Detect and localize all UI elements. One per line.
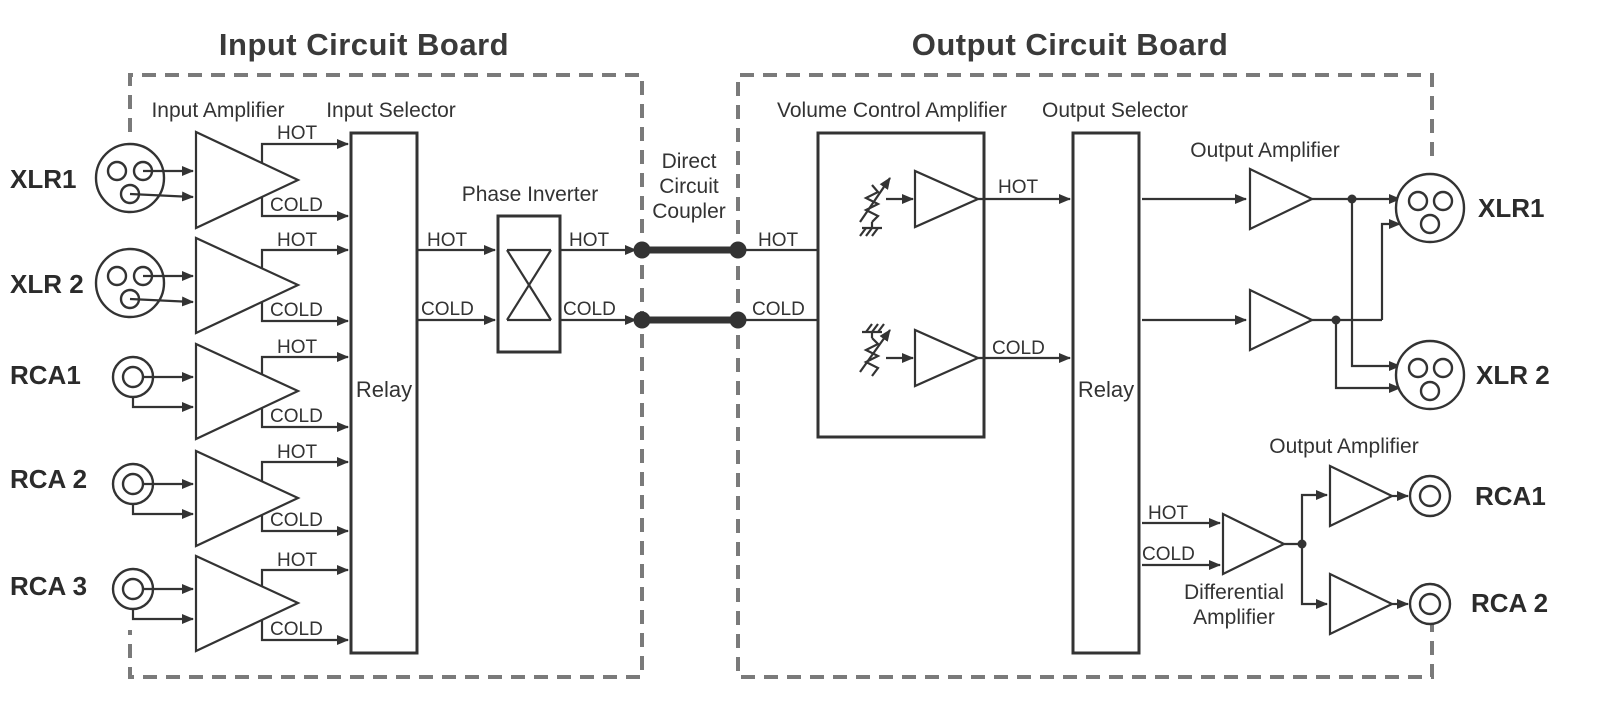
output-rca1-label: RCA1: [1475, 481, 1546, 511]
output-xlr2-label: XLR 2: [1476, 360, 1550, 390]
input-xlr1-label: XLR1: [10, 164, 76, 194]
rca-connector-icon: [1408, 582, 1452, 626]
amplifier-triangle-icon: [1248, 167, 1315, 231]
rca-output-wires: [1392, 491, 1409, 609]
input-selector-label: Input Selector: [326, 99, 456, 122]
hot-label: HOT: [277, 230, 318, 251]
cold-label: COLD: [421, 299, 474, 320]
amplifier-triangle-icon: [1328, 572, 1395, 636]
phase-inverter-block: [496, 214, 562, 354]
input-relay: Relay: [349, 131, 419, 655]
hot-label: HOT: [758, 230, 799, 251]
amplifier-triangle-icon: [194, 554, 301, 653]
xlr-output-routing: [1312, 194, 1401, 393]
xlr-connector-icon: [1394, 339, 1466, 411]
amplifier-triangle-icon: [1221, 512, 1287, 576]
hot-label: HOT: [277, 337, 318, 358]
differential-amplifier-label-2: Amplifier: [1193, 606, 1275, 629]
hot-label: HOT: [277, 550, 318, 571]
volume-to-output-relay-wires: HOT COLD: [978, 177, 1071, 363]
input-relay-label: Relay: [356, 377, 412, 402]
input-amp-output-wires: [260, 139, 349, 645]
amplifier-triangle-icon: [194, 342, 301, 441]
ground-icon: [859, 222, 882, 237]
amplifier-triangle-icon: [913, 169, 981, 229]
input-amplifier-label: Input Amplifier: [151, 99, 284, 122]
hot-label: HOT: [1148, 503, 1189, 524]
amplifier-triangle-icon: [1248, 288, 1315, 352]
amplifier-triangle-icon: [194, 236, 301, 335]
input-connector-wires: [129, 166, 194, 624]
input-amp-signal-labels: HOT COLD HOT COLD HOT COLD HOT COLD HOT …: [270, 123, 323, 640]
cold-label: COLD: [563, 299, 616, 320]
relay-to-phase-inverter-wires: HOT COLD: [418, 230, 496, 325]
volume-control-amplifier-label: Volume Control Amplifier: [777, 99, 1007, 122]
hot-label: HOT: [277, 123, 318, 144]
hot-label: HOT: [998, 177, 1039, 198]
direct-coupler-label-1: Direct: [662, 150, 717, 173]
phase-inverter-output-wires: HOT COLD: [560, 230, 637, 325]
input-xlr2-label: XLR 2: [10, 269, 84, 299]
potentiometer-icon: [859, 177, 891, 223]
crossover-icon: [506, 248, 552, 322]
cold-label: COLD: [270, 619, 323, 640]
output-board-title: Output Circuit Board: [912, 27, 1229, 62]
input-board-border: [128, 73, 644, 679]
cold-label: COLD: [992, 338, 1045, 359]
input-rca1-label: RCA1: [10, 360, 81, 390]
amplifier-triangle-icon: [194, 130, 301, 230]
output-rca2-label: RCA 2: [1471, 588, 1548, 618]
phase-inverter-label: Phase Inverter: [462, 183, 599, 206]
input-rca3-label: RCA 3: [10, 571, 87, 601]
rca-connector-icon: [111, 567, 155, 611]
rca-connector-icon: [1408, 474, 1452, 518]
xlr-connector-icon: [94, 142, 166, 214]
hot-label: HOT: [569, 230, 610, 251]
cold-label: COLD: [270, 406, 323, 427]
relay-to-differential-wires: HOT COLD: [1142, 503, 1221, 570]
amplifier-triangle-icon: [194, 449, 301, 548]
output-relay: Relay: [1071, 131, 1141, 655]
input-rca2-label: RCA 2: [10, 464, 87, 494]
amplifier-triangle-icon: [913, 328, 981, 388]
output-board-border: [736, 73, 1434, 679]
differential-amplifier-label-1: Differential: [1184, 581, 1284, 604]
differential-to-rca-amp-wires: [1284, 490, 1328, 609]
output-amplifier-label-rca: Output Amplifier: [1269, 435, 1418, 458]
direct-coupler-label-3: Coupler: [652, 200, 726, 223]
cold-label: COLD: [270, 195, 323, 216]
cold-label: COLD: [1142, 544, 1195, 565]
xlr-connector-icon: [94, 247, 166, 319]
hot-label: HOT: [427, 230, 468, 251]
volume-control-amplifier-block: [816, 131, 986, 439]
output-amplifier-label-xlr: Output Amplifier: [1190, 139, 1339, 162]
output-selector-label: Output Selector: [1042, 99, 1188, 122]
cold-label: COLD: [270, 510, 323, 531]
cold-label: COLD: [752, 299, 805, 320]
direct-coupler-label-2: Circuit: [659, 175, 719, 198]
hot-label: HOT: [277, 442, 318, 463]
output-relay-label: Relay: [1078, 377, 1134, 402]
relay-to-xlr-amp-wires: [1142, 194, 1247, 325]
ground-icon: [862, 323, 885, 338]
cold-label: COLD: [270, 300, 323, 321]
amplifier-triangle-icon: [1328, 464, 1395, 528]
potentiometer-icon: [859, 329, 891, 377]
xlr-connector-icon: [1394, 172, 1466, 244]
input-board-title: Input Circuit Board: [219, 27, 509, 62]
direct-circuit-coupler: [633, 241, 747, 329]
output-xlr1-label: XLR1: [1478, 193, 1544, 223]
